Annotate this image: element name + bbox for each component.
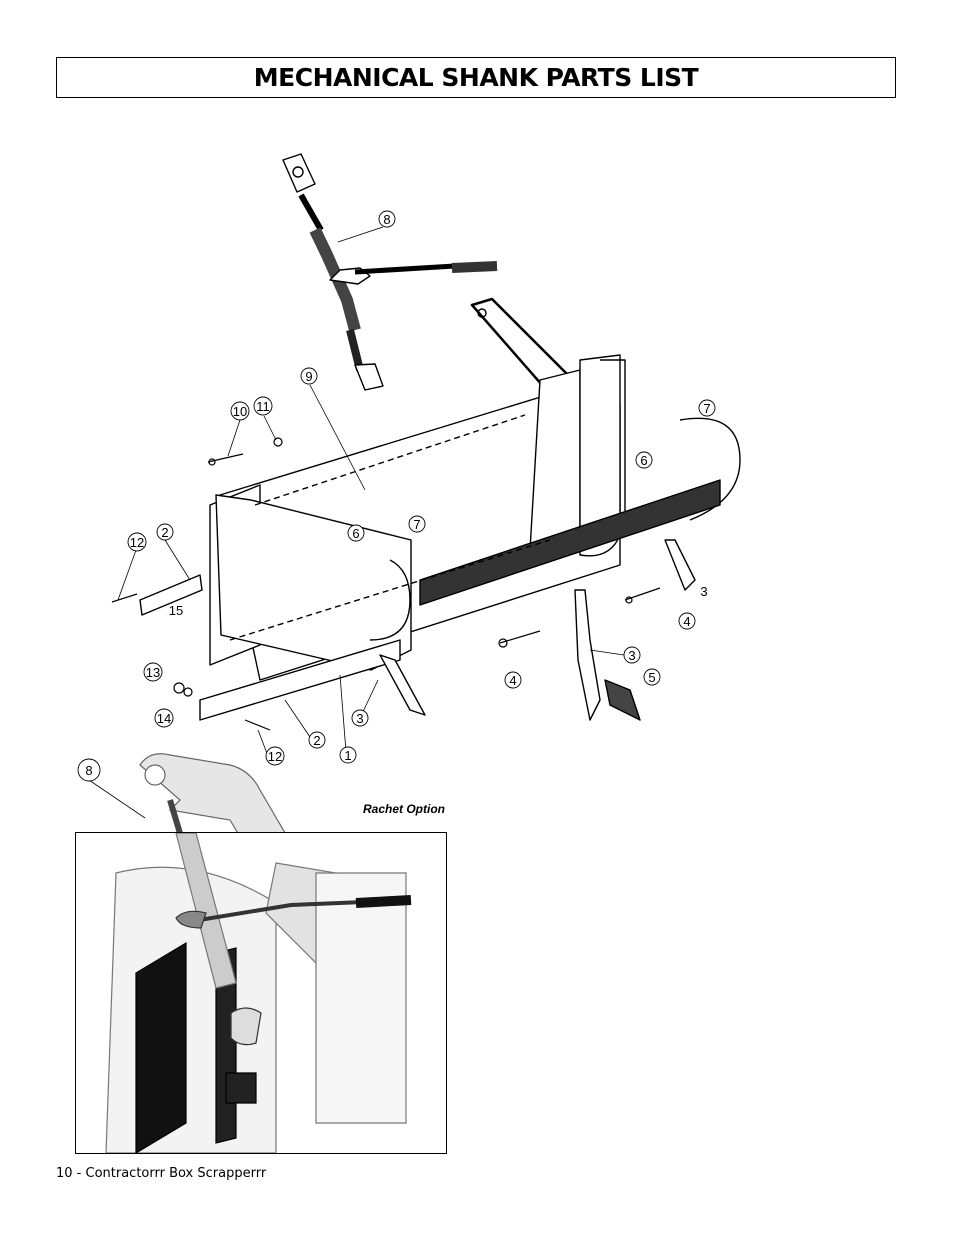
callout-6-mid: 6 bbox=[347, 524, 365, 542]
callout-12-bottom: 12 bbox=[265, 746, 285, 766]
top-link-drawing bbox=[282, 153, 498, 391]
shank-drawing bbox=[379, 539, 696, 721]
callout-3-left: 3 bbox=[351, 709, 369, 727]
svg-text:3: 3 bbox=[356, 711, 363, 726]
svg-text:2: 2 bbox=[313, 733, 320, 748]
callout-4-right: 4 bbox=[678, 612, 696, 630]
svg-text:11: 11 bbox=[256, 399, 270, 414]
callout-7-right: 7 bbox=[698, 399, 716, 417]
svg-text:12: 12 bbox=[268, 749, 282, 764]
svg-text:13: 13 bbox=[146, 665, 160, 680]
ratchet-option-drawing bbox=[105, 833, 412, 1153]
callout-2-bottom: 2 bbox=[308, 731, 326, 749]
callout-6-right: 6 bbox=[635, 451, 653, 469]
svg-text:4: 4 bbox=[509, 673, 516, 688]
page-footer: 10 - Contractorrr Box Scrapperrr bbox=[56, 1166, 267, 1181]
callout-11: 11 bbox=[253, 396, 273, 416]
callout-1: 1 bbox=[339, 746, 357, 764]
svg-text:4: 4 bbox=[683, 614, 690, 629]
callout-2-left: 2 bbox=[156, 523, 174, 541]
callout-12-left: 12 bbox=[127, 532, 147, 552]
svg-text:10: 10 bbox=[233, 404, 247, 419]
ratchet-option-inset bbox=[75, 832, 447, 1154]
svg-text:7: 7 bbox=[703, 401, 710, 416]
page-title-box: MECHANICAL SHANK PARTS LIST bbox=[56, 57, 896, 98]
callout-10: 10 bbox=[230, 401, 250, 421]
svg-text:6: 6 bbox=[640, 453, 647, 468]
callout-15: 15 bbox=[169, 603, 183, 618]
box-body-drawing bbox=[139, 354, 741, 721]
svg-text:8: 8 bbox=[383, 212, 390, 227]
bolts-drawing bbox=[111, 437, 661, 731]
callout-8-inset: 8 bbox=[77, 758, 101, 782]
svg-text:12: 12 bbox=[130, 535, 144, 550]
callout-3-right: 3 bbox=[700, 584, 707, 599]
svg-text:7: 7 bbox=[413, 517, 420, 532]
svg-text:5: 5 bbox=[648, 670, 655, 685]
page-title: MECHANICAL SHANK PARTS LIST bbox=[253, 63, 699, 92]
inset-caption: Rachet Option bbox=[363, 802, 446, 816]
svg-text:1: 1 bbox=[344, 748, 351, 763]
callout-4-center: 4 bbox=[504, 671, 522, 689]
svg-text:6: 6 bbox=[352, 526, 359, 541]
svg-text:3: 3 bbox=[700, 584, 707, 599]
svg-text:15: 15 bbox=[169, 603, 183, 618]
svg-text:14: 14 bbox=[157, 711, 171, 726]
callout-3-center: 3 bbox=[623, 646, 641, 664]
callout-14: 14 bbox=[154, 708, 174, 728]
svg-text:9: 9 bbox=[305, 369, 312, 384]
svg-text:2: 2 bbox=[161, 525, 168, 540]
callout-5: 5 bbox=[643, 668, 661, 686]
callout-7-mid: 7 bbox=[408, 515, 426, 533]
callout-8-top: 8 bbox=[378, 210, 396, 228]
callout-9: 9 bbox=[300, 367, 318, 385]
leader-lines bbox=[88, 384, 625, 819]
svg-text:8: 8 bbox=[85, 763, 92, 778]
svg-text:3: 3 bbox=[628, 648, 635, 663]
callout-13: 13 bbox=[143, 662, 163, 682]
